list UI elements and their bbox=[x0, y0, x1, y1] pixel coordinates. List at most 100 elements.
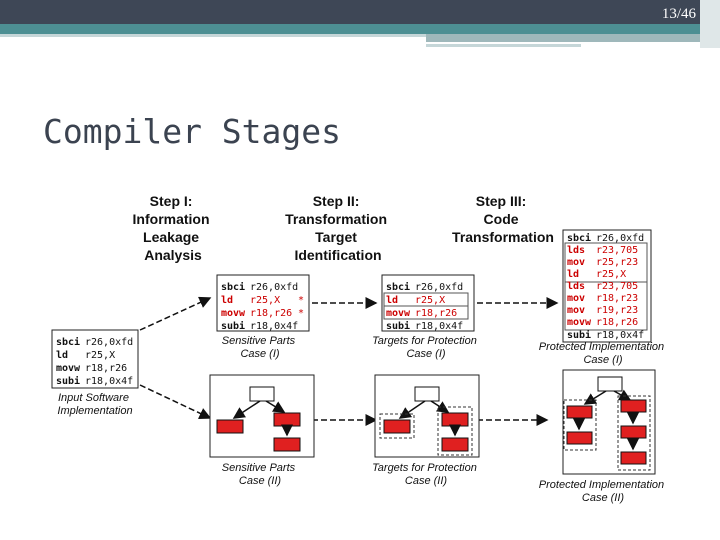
graph-node-protected bbox=[620, 451, 647, 465]
code-op: sbci bbox=[386, 281, 410, 293]
sensitive-case-1-caption: Sensitive Parts Case (I) bbox=[222, 335, 298, 360]
arrow bbox=[139, 296, 212, 331]
code-args: r18,r26 bbox=[596, 317, 638, 328]
code-args: r18,r26 bbox=[250, 308, 292, 319]
input-code-box bbox=[51, 329, 139, 389]
graph-node bbox=[249, 386, 275, 402]
code-op: mov bbox=[567, 305, 585, 316]
code-op: sbci bbox=[567, 232, 591, 244]
compiler-stages-diagram: Step I: Information Leakage Analysis Ste… bbox=[51, 193, 667, 504]
top-accent-bar bbox=[0, 24, 700, 34]
code-op: movw bbox=[56, 363, 81, 374]
code-args: r18,r26 bbox=[85, 363, 127, 374]
code-args: r18,0x4f bbox=[85, 376, 133, 387]
graph-node-sensitive bbox=[441, 412, 469, 427]
code-op: subi bbox=[56, 375, 80, 387]
graph-node-sensitive bbox=[441, 437, 469, 452]
code-op: ld bbox=[386, 295, 398, 306]
code-args: r18,0x4f bbox=[415, 321, 463, 332]
targets-case-1-caption: Targets for Protection Case (I) bbox=[372, 335, 480, 360]
step-2-heading: Step II: Transformation Target Identific… bbox=[285, 193, 391, 263]
graph-node-sensitive bbox=[273, 412, 301, 427]
targets-case-2-caption: Targets for Protection Case (II) bbox=[372, 462, 480, 487]
code-args: r18,r26 bbox=[415, 308, 457, 319]
code-op: mov bbox=[567, 293, 585, 304]
code-op: subi bbox=[221, 320, 245, 332]
code-op: ld bbox=[221, 295, 233, 306]
code-op: lds bbox=[567, 245, 585, 256]
graph-node-protected bbox=[566, 405, 593, 419]
code-args: r18,0x4f bbox=[596, 330, 644, 341]
code-args: r25,X bbox=[596, 269, 626, 280]
code-args: r25,X bbox=[85, 350, 115, 361]
sensitive-mark: * bbox=[298, 295, 304, 306]
graph-node bbox=[414, 386, 440, 402]
protection-target-box bbox=[379, 413, 415, 439]
protected-code-box bbox=[562, 229, 652, 343]
code-args: r19,r23 bbox=[596, 305, 638, 316]
code-op: subi bbox=[386, 320, 410, 332]
code-op: movw bbox=[386, 308, 411, 319]
code-args: r26,0xfd bbox=[596, 233, 644, 244]
protected-case-1-caption: Protected Implementation Case (I) bbox=[539, 341, 667, 366]
step-3-heading: Step III: Code Transformation bbox=[452, 193, 554, 245]
protected-case-2-caption: Protected Implementation Case (II) bbox=[539, 479, 667, 504]
code-op: movw bbox=[221, 308, 246, 319]
code-op: movw bbox=[567, 317, 592, 328]
arrow bbox=[139, 384, 212, 419]
slide-title: Compiler Stages bbox=[43, 112, 342, 151]
code-op: lds bbox=[567, 281, 585, 292]
graph-node bbox=[597, 376, 623, 392]
protection-target-box bbox=[617, 395, 651, 471]
sensitive-code-box bbox=[216, 274, 310, 332]
accent-line bbox=[426, 34, 711, 42]
code-args: r25,X bbox=[415, 295, 445, 306]
code-op: subi bbox=[567, 329, 591, 341]
targets-code-box bbox=[381, 274, 475, 332]
sensitive-mark: * bbox=[298, 308, 304, 319]
code-args: r18,0x4f bbox=[250, 321, 298, 332]
accent-line bbox=[0, 34, 430, 37]
code-args: r23,705 bbox=[596, 245, 638, 256]
code-args: r25,r23 bbox=[596, 257, 638, 268]
protection-target-box bbox=[563, 399, 597, 451]
graph-node-protected bbox=[620, 425, 647, 439]
graph-node-sensitive bbox=[216, 419, 244, 434]
graph-node-sensitive bbox=[273, 437, 301, 452]
code-args: r26,0xfd bbox=[85, 337, 133, 348]
accent-line bbox=[426, 44, 581, 47]
graph-node-protected bbox=[620, 399, 647, 413]
corner-decoration bbox=[700, 0, 720, 48]
top-bar bbox=[0, 0, 700, 24]
code-args: r23,705 bbox=[596, 281, 638, 292]
code-op: sbci bbox=[56, 336, 80, 348]
code-op: ld bbox=[56, 350, 68, 361]
code-op: mov bbox=[567, 257, 585, 268]
protection-target-box bbox=[437, 406, 473, 456]
code-op: ld bbox=[567, 269, 579, 280]
graph-node-protected bbox=[566, 431, 593, 445]
graph-node-sensitive bbox=[383, 419, 411, 434]
code-args: r26,0xfd bbox=[250, 282, 298, 293]
code-args: r25,X bbox=[250, 295, 280, 306]
